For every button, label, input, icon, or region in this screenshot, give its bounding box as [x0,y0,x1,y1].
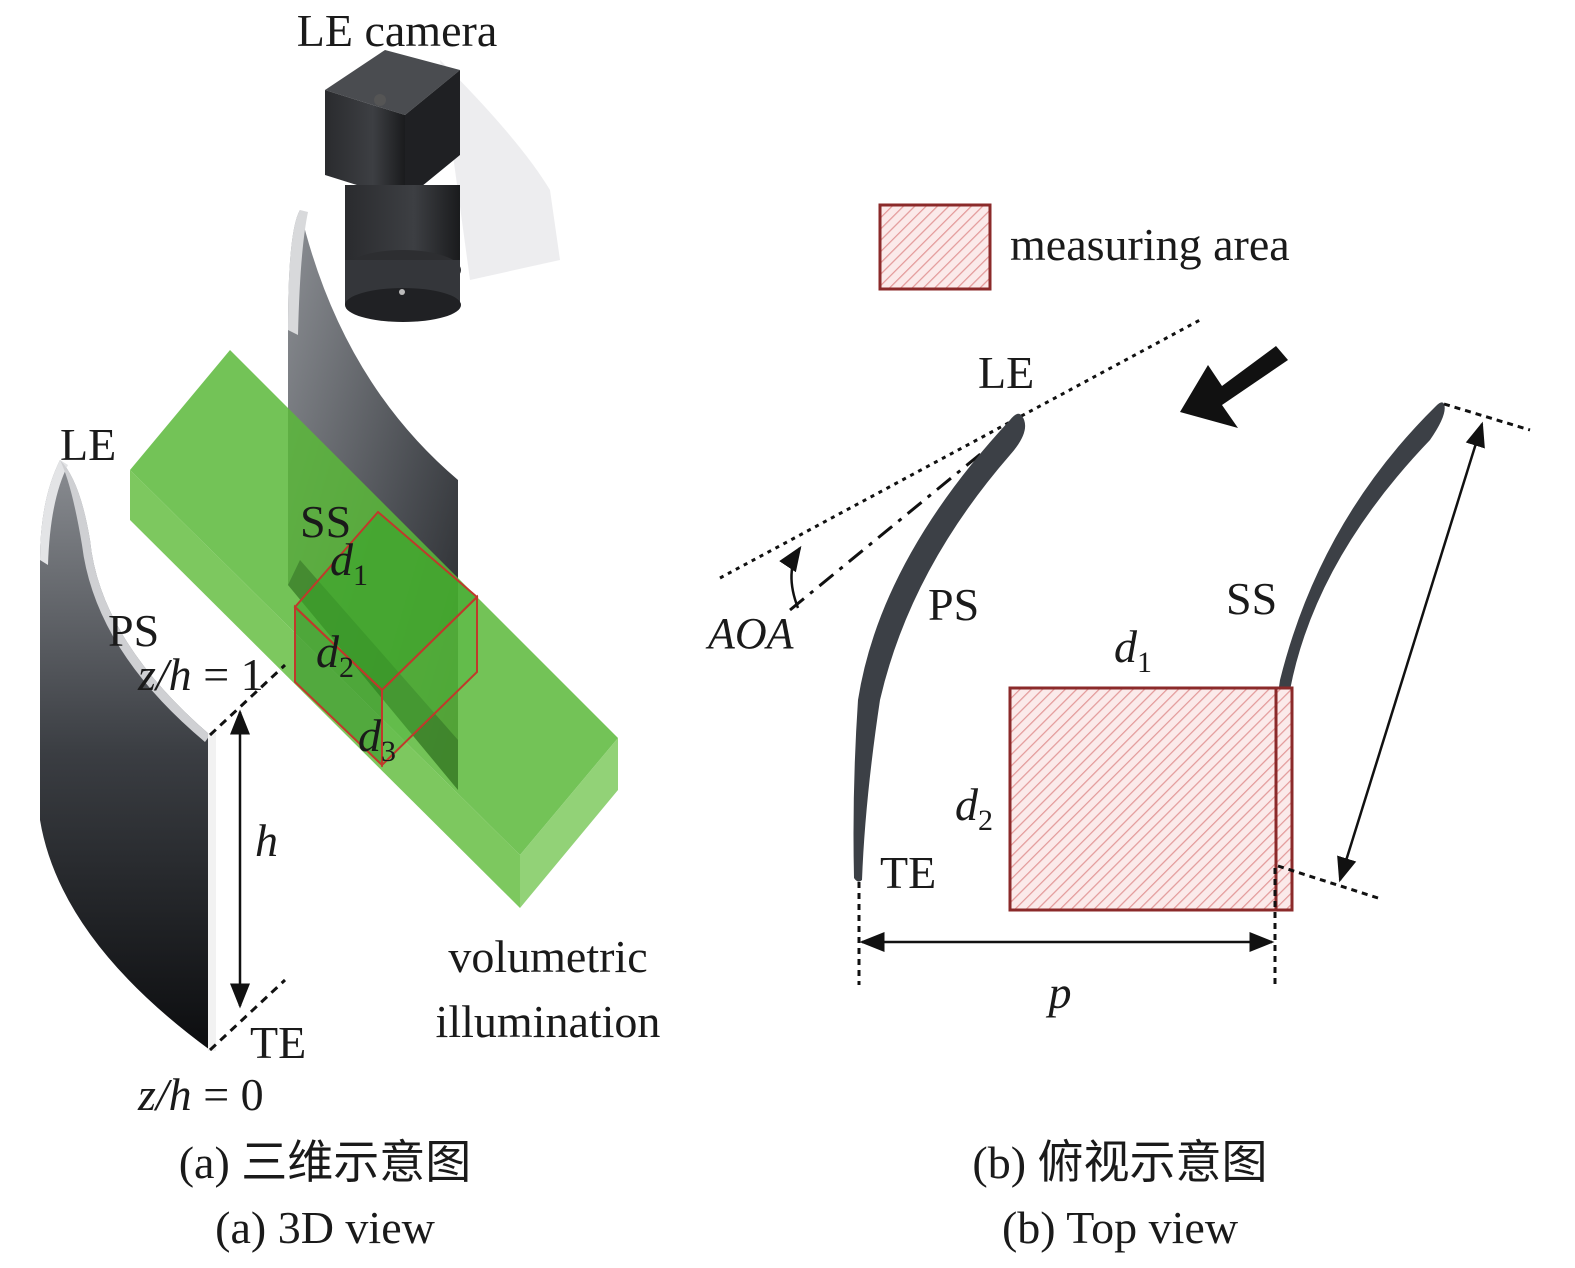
le-label-3d: LE [60,419,116,470]
illumination-label-line1: volumetric [448,931,647,982]
right-blade [1267,402,1445,868]
ss-label-top: SS [1226,573,1277,624]
legend-swatch [878,203,992,291]
zh0-dashed-line [208,978,287,1052]
aoa-label: AOA [705,609,795,658]
chord-line [789,418,1023,612]
caption-a-cn: (a) 三维示意图 [179,1137,472,1188]
back-blade-edge [288,210,308,335]
ss-label-3d: SS [300,496,351,547]
d2-label-3d: d2 [316,626,354,684]
caption-a-en: (a) 3D view [215,1202,435,1253]
caption-b-en: (b) Top view [1002,1202,1239,1253]
caption-b-cn: (b) 俯视示意图 [972,1137,1267,1188]
front-blade-surface-highlight [60,460,210,742]
zh1-label: z/h = 1 [137,649,264,700]
p-label: p [1046,967,1072,1018]
le-tangent-line [719,318,1201,580]
d1-label-3d: d1 [330,534,368,592]
ps-label-3d: PS [108,605,159,656]
flow-direction-arrow [1180,346,1288,428]
zh0-label: z/h = 0 [137,1069,264,1120]
front-blade-trailing-edge [208,733,216,1051]
measuring-area [1008,686,1294,912]
measuring-cube [293,510,479,768]
d1-label-top: d1 [1114,621,1152,679]
panel-a-3d-view: LE camera LE SS PS TE h d1 d2 d3 z/h = 1… [40,5,660,1253]
front-blade-edge [40,460,68,565]
le-label-top: LE [978,347,1034,398]
chord-end-dash-top [1443,402,1531,432]
aoa-arc [779,545,802,609]
le-camera-label: LE camera [297,5,497,56]
zh1-dashed-line [208,663,287,737]
panel-b-top-view: measuring area LE PS SS TE AOA d1 d2 p (… [705,203,1531,1253]
legend-label: measuring area [1010,219,1290,270]
d2-label-top: d2 [955,779,993,837]
illumination-label-line2: illumination [436,996,661,1047]
chord-length-arrow [1337,421,1485,883]
te-label-3d: TE [250,1017,306,1068]
front-blade [40,460,210,1050]
left-blade [853,413,1026,882]
le-camera [325,50,560,322]
d3-label-3d: d3 [358,710,396,768]
h-label: h [255,815,278,866]
te-label-top: TE [880,847,936,898]
ps-label-top: PS [928,579,979,630]
